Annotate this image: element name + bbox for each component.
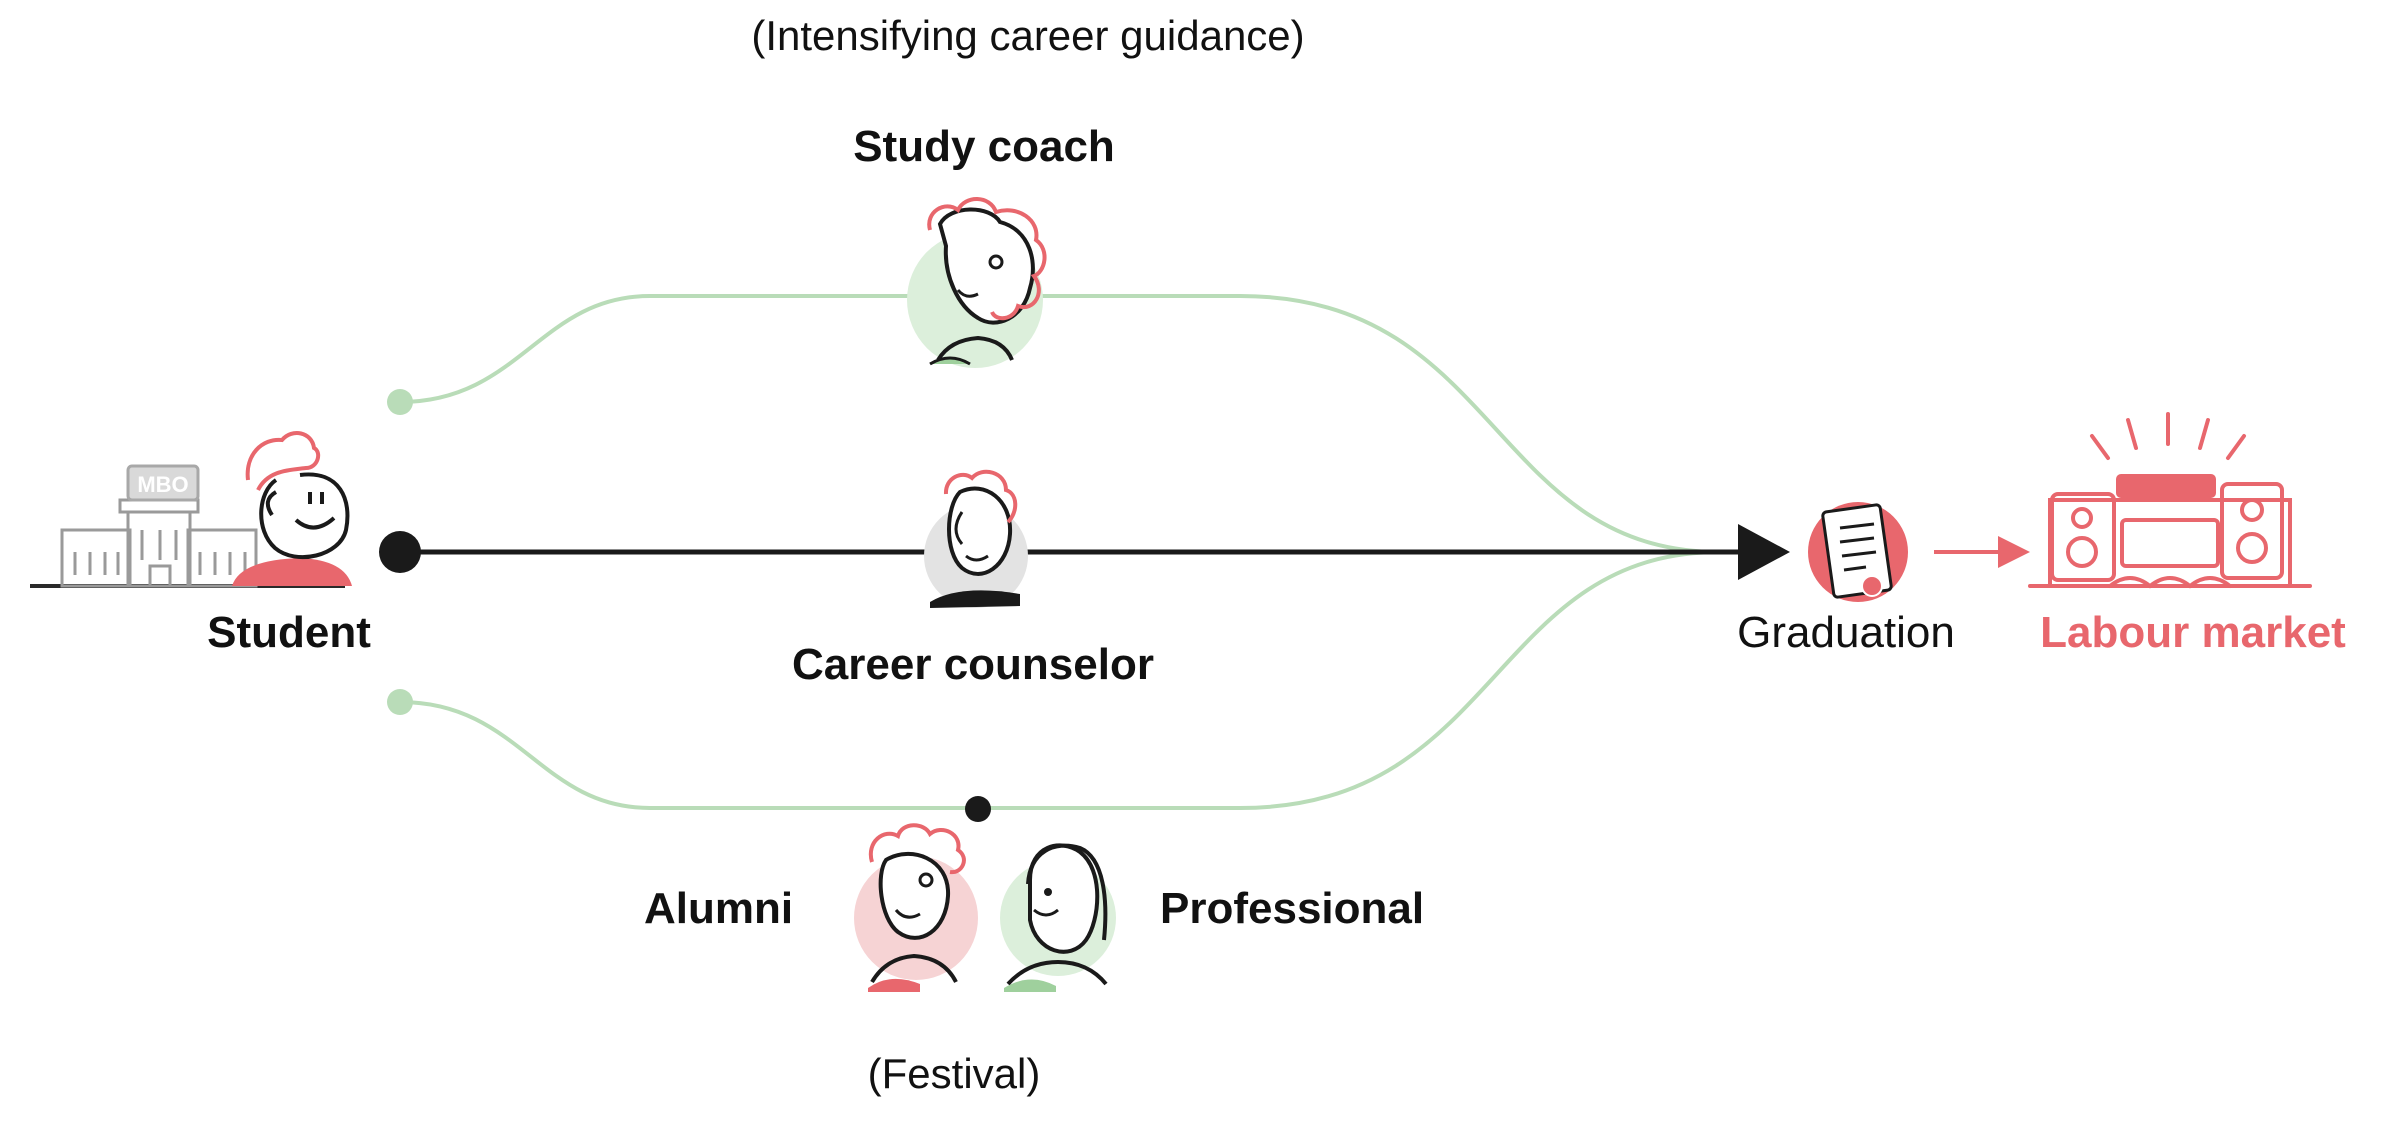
- graduation-label: Graduation: [1737, 608, 1955, 657]
- upper-pathway-start-dot: [387, 389, 413, 415]
- student-label: Student: [207, 608, 371, 657]
- labour-market-arrowhead: [1998, 536, 2030, 568]
- upper-pathway: [398, 294, 1722, 554]
- career-counselor-avatar-icon: [924, 469, 1028, 608]
- student-avatar-icon: [232, 431, 352, 586]
- career-counselor-label: Career counselor: [792, 640, 1154, 689]
- workplace-icon: [2028, 412, 2312, 589]
- main-arrowhead: [1738, 524, 1790, 580]
- top-note: (Intensifying career guidance): [751, 12, 1305, 59]
- lower-pathway-start-dot: [387, 689, 413, 715]
- alumni-label: Alumni: [644, 884, 794, 933]
- festival-dot: [965, 796, 991, 822]
- bottom-note: (Festival): [867, 1050, 1041, 1097]
- labour-market-label: Labour market: [2040, 608, 2346, 657]
- school-building-icon: [30, 464, 345, 588]
- main-pathway-start-dot: [379, 531, 421, 573]
- lower-pathway: [398, 550, 1722, 810]
- study-coach-avatar-icon: [907, 197, 1047, 368]
- professional-avatar-icon: [1000, 843, 1116, 992]
- study-coach-label: Study coach: [853, 122, 1115, 171]
- green-pathways: [398, 294, 1722, 810]
- alumni-avatar-icon: [854, 823, 978, 992]
- professional-label: Professional: [1160, 884, 1425, 933]
- diploma-icon: [1808, 502, 1908, 602]
- building-sign-text: MBO: [137, 472, 188, 497]
